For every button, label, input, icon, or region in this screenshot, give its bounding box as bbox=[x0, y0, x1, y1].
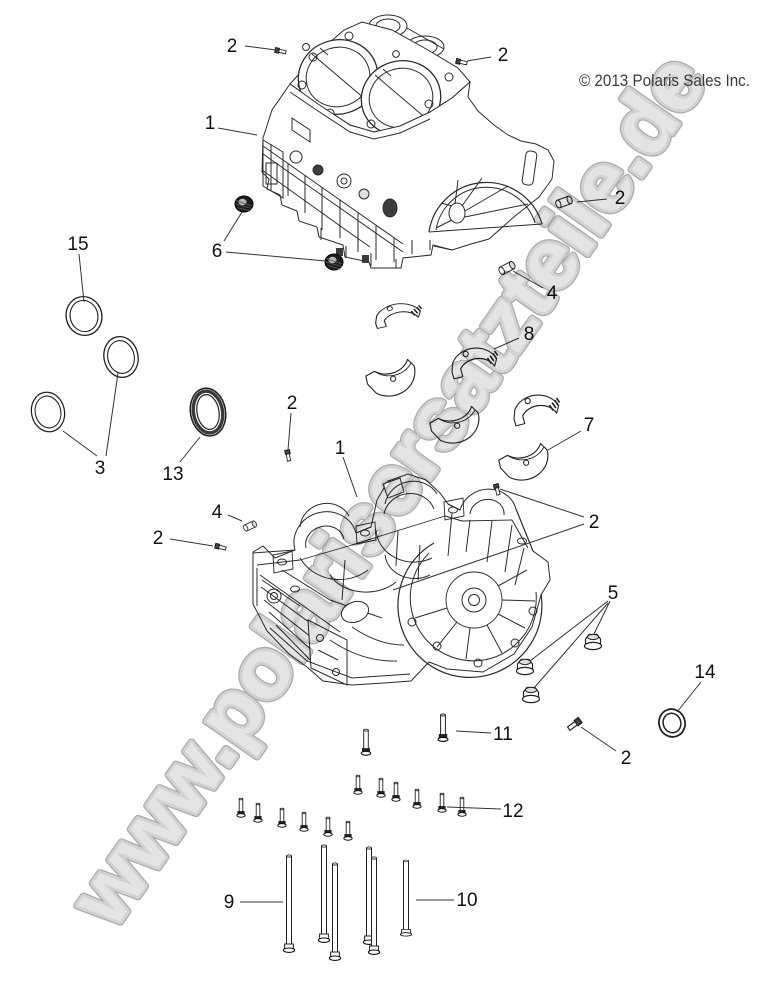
svg-text:7: 7 bbox=[584, 415, 595, 436]
svg-text:© 2013 Polaris Sales Inc.: © 2013 Polaris Sales Inc. bbox=[579, 72, 750, 90]
svg-text:9: 9 bbox=[224, 892, 235, 913]
svg-text:10: 10 bbox=[456, 890, 477, 911]
svg-text:4: 4 bbox=[547, 283, 558, 304]
svg-text:6: 6 bbox=[212, 241, 223, 262]
svg-text:2: 2 bbox=[589, 512, 600, 533]
svg-text:13: 13 bbox=[162, 464, 183, 485]
svg-text:12: 12 bbox=[502, 801, 523, 822]
svg-text:14: 14 bbox=[694, 662, 716, 683]
svg-text:1: 1 bbox=[205, 113, 216, 134]
svg-text:15: 15 bbox=[67, 234, 88, 255]
svg-text:1: 1 bbox=[335, 438, 346, 459]
svg-text:2: 2 bbox=[498, 45, 509, 66]
svg-text:2: 2 bbox=[621, 748, 632, 769]
svg-text:5: 5 bbox=[608, 583, 619, 604]
svg-text:2: 2 bbox=[615, 188, 626, 209]
svg-text:2: 2 bbox=[287, 393, 298, 414]
svg-text:2: 2 bbox=[153, 528, 164, 549]
svg-text:11: 11 bbox=[493, 724, 513, 745]
svg-text:2: 2 bbox=[227, 36, 238, 57]
svg-text:4: 4 bbox=[212, 502, 223, 523]
svg-text:3: 3 bbox=[95, 458, 106, 479]
svg-text:8: 8 bbox=[524, 324, 535, 345]
